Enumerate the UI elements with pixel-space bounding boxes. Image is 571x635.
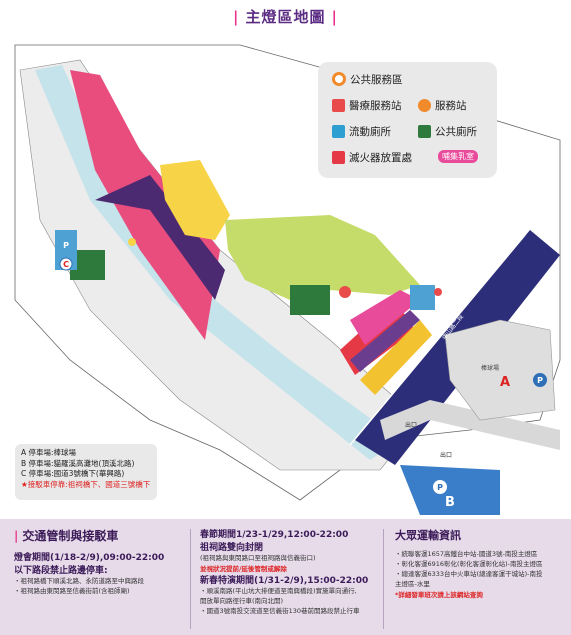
service-area-icon-1 (339, 286, 351, 298)
transport-line-1: ・統聯客運1657高鐵台中站-國道3號-南投主燈區 (395, 550, 538, 558)
service-area-icon-2 (128, 238, 136, 246)
public-service-area-icon (332, 72, 346, 86)
parking-c-p: P (63, 241, 69, 250)
baseball-label: 棒球場 (481, 364, 499, 372)
exit-label-2: 出口 (440, 451, 452, 459)
yellow-zone (160, 160, 230, 240)
marker-c-circle (59, 257, 73, 271)
traffic-subtitle: 以下路段禁止路邊停車: (14, 566, 108, 576)
public-toilet-icon (418, 124, 431, 138)
traffic-period: 燈會期間(1/18-2/9),09:00-22:00 (14, 553, 165, 563)
parking-b-icon (433, 480, 447, 494)
info-panel: |交通管制與接駁車 燈會期間(1/18-2/9),09:00-22:00 以下路… (0, 519, 571, 635)
medical-station-icon (332, 98, 345, 112)
transport-section: 大眾運輸資訊 ・統聯客運1657高鐵台中站-國道3號-南投主燈區 ・彰化客運69… (395, 527, 565, 599)
marker-b: B (445, 495, 455, 510)
traffic-line-1: ・祖祠路橋下順溪北路、永防道路至中興路段 (14, 577, 144, 585)
legend-item-nursing: 哺集乳室 (438, 150, 478, 163)
legend-item-medical: 醫療服務站 (332, 98, 402, 113)
service-area-icon-3 (434, 288, 442, 296)
booth-pink (350, 290, 420, 345)
parking-a-icon (533, 373, 547, 387)
purple-path-left (95, 175, 225, 300)
legend-item-mobile-toilet: 流動廁所 (332, 124, 391, 139)
transport-line-2: ・彰化客運6916彰化(彰化客運彰化站)-南投主燈區 (395, 560, 543, 568)
transport-title: 大眾運輸資訊 (395, 529, 461, 542)
map-legend: 公共服務區 醫療服務站 服務站 流動廁所 公共廁所 滅火器放置處 哺集乳室 (318, 62, 497, 178)
traffic-line-2: ・祖祠路由東閔路至信義街前(含祖師廟) (14, 587, 130, 595)
traffic-section: |交通管制與接駁車 燈會期間(1/18-2/9),09:00-22:00 以下路… (14, 527, 179, 596)
transport-note: *詳細發車班次請上該網站查詢 (395, 591, 483, 599)
green-park (225, 215, 420, 300)
marker-c: C (63, 260, 69, 269)
highway-edge (349, 234, 526, 446)
spring-red-note: 並視狀況提前/延後管制或解除 (200, 565, 287, 573)
booth-yellow (360, 320, 432, 395)
parking-b-text: B 停車場:貓羅溪高灘地(頂溪北路) (21, 458, 135, 468)
nursing-room-icon: 哺集乳室 (442, 152, 474, 161)
parking-info-box: A 停車場:棒球場 B 停車場:貓羅溪高灘地(頂溪北路) C 停車場:國道3號橋… (15, 444, 157, 500)
spring-section: 春節期間1/23-1/29,12:00-22:00 祖祠路雙向封閉 (祖祠路與東… (200, 527, 375, 616)
divider-1 (190, 529, 191, 629)
booth-blue (410, 285, 435, 310)
parking-a-p: P (537, 376, 543, 385)
legend-item-fire-extinguisher: 滅火器放置處 (332, 150, 412, 165)
exit-label-1: 出口 (405, 421, 417, 429)
parking-a-text: A 停車場:棒球場 (21, 448, 77, 457)
shuttle-note: ★接駁車停靠:祖祠橋下、國道三號橋下 (21, 479, 151, 489)
parking-b-p: P (437, 483, 443, 492)
green-block-1 (290, 285, 330, 315)
parking-a-lot (444, 319, 556, 421)
spring-line-3: ・國道3號南投交流道至信義街130巷前開路段禁止行車 (200, 607, 360, 615)
booth-purple (350, 310, 420, 372)
legend-item-public-toilet: 公共廁所 (418, 124, 477, 139)
spring-note: (祖祠路與東閔路口至祖祠路與信義街口) (200, 554, 316, 562)
traffic-title: 交通管制與接駁車 (22, 529, 119, 543)
spring-line-2: 開放單向路徑行車(南向北開) (200, 597, 284, 605)
spring-line-1: ・順溪南路(平山坑大排便道至南興橋段)實施單向通行, (200, 587, 357, 595)
spring-period-2: 新春特演期間(1/31-2/9),15:00-22:00 (200, 576, 369, 586)
cross-road (380, 400, 560, 450)
legend-item-public-service: 公共服務區 (332, 72, 403, 87)
spring-subtitle: 祖祠路雙向封閉 (200, 543, 264, 553)
parking-c-text: C 停車場:國道3號橋下(華興路) (21, 469, 125, 478)
service-station-icon (418, 98, 431, 112)
divider-2 (383, 529, 384, 629)
mobile-toilet-icon (332, 124, 345, 138)
river (35, 65, 400, 460)
page-title: |主燈區地圖| (233, 8, 338, 26)
spring-period: 春節期間1/23-1/29,12:00-22:00 (200, 530, 349, 540)
marker-a: A (500, 375, 510, 390)
legend-item-service: 服務站 (418, 98, 467, 113)
fire-extinguisher-icon (332, 150, 345, 164)
transport-line-4: 主燈區-水里 (395, 580, 430, 588)
parking-c-lot (55, 230, 77, 270)
transport-line-3: ・總達客運6333台中火車站(總達客運干城站)-南投 (395, 570, 543, 578)
parking-b-lot (400, 465, 500, 515)
